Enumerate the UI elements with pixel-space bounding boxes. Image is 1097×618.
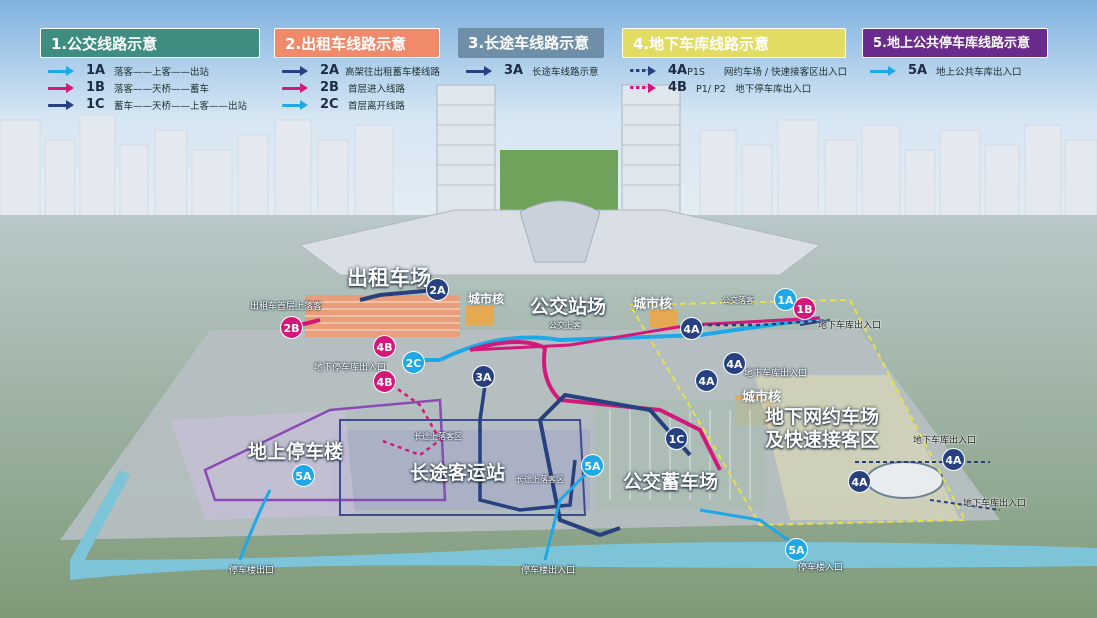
legend-bus-title: 1.公交线路示意 — [40, 28, 260, 58]
label-coach-pickup-2: 长途上落客区 — [516, 475, 564, 484]
city-core-block-1 — [466, 305, 494, 325]
marker-4b-2[interactable]: 4B — [373, 370, 396, 393]
marker-4a-1[interactable]: 4A — [680, 317, 703, 340]
legend-row-1c: 1C 蓄车——天桥——上客——出站 — [40, 96, 260, 113]
city-core-block-2 — [650, 310, 678, 328]
legend-underground: 4.地下车库线路示意 4A P1S 网约车场 / 快速接客区出入口 4B P1/… — [622, 28, 847, 96]
route-5a-right — [699, 508, 796, 547]
coach-zone-outline — [339, 419, 587, 516]
label-parking-building: 地上停车楼 — [248, 441, 344, 463]
label-underground-entry-right-2: 地下车库出入口 — [913, 436, 977, 446]
marker-1b[interactable]: 1B — [793, 297, 816, 320]
legend-taxi-title: 2.出租车线路示意 — [274, 28, 440, 58]
label-bus-depot: 公交蓄车场 — [623, 471, 719, 493]
legend-underground-title: 4.地下车库线路示意 — [622, 28, 846, 58]
label-bus-dropoff: 公交落客 — [722, 296, 754, 305]
arrow-icon — [282, 82, 308, 93]
legend-row-5a: 5A 地上公共车库出入口 — [862, 62, 1048, 79]
label-city-core-1: 城市核 — [468, 292, 505, 306]
distant-city-skyline — [0, 114, 1097, 221]
label-city-core-2: 城市核 — [633, 297, 673, 312]
marker-4a-2[interactable]: 4A — [723, 352, 746, 375]
label-city-core-3: 城市核 — [742, 390, 782, 405]
marker-3a[interactable]: 3A — [472, 365, 495, 388]
marker-1c[interactable]: 1C — [665, 427, 688, 450]
marker-4a-4[interactable]: 4A — [942, 448, 965, 471]
route-4a — [700, 318, 831, 327]
legend-surface-parking-title: 5.地上公共停车库线路示意 — [862, 28, 1048, 58]
route-exit-right-2 — [929, 499, 1001, 511]
taxi-building — [305, 295, 460, 337]
marker-5a-3[interactable]: 5A — [785, 538, 808, 561]
label-parking-entry-right: 停车楼入口 — [798, 563, 844, 573]
legend-row-1a: 1A 落客——上客——出站 — [40, 62, 260, 79]
legend-surface-parking: 5.地上公共停车库线路示意 5A 地上公共车库出入口 — [862, 28, 1048, 79]
route-2b — [299, 318, 321, 327]
label-coach-pickup-1: 长途上落客区 — [414, 432, 462, 441]
legend-row-4a: 4A P1S 网约车场 / 快速接客区出入口 — [622, 62, 847, 79]
marker-4a-3[interactable]: 4A — [695, 369, 718, 392]
label-coach-station: 长途客运站 — [410, 462, 506, 484]
legend-row-4b: 4B P1/ P2 地下停车库出入口 — [622, 79, 846, 96]
route-3a — [478, 384, 577, 512]
arrow-icon — [48, 82, 74, 93]
twin-towers — [436, 84, 681, 216]
route-5a-mid — [543, 468, 592, 561]
label-parking-exit-left: 停车楼出口 — [229, 566, 275, 576]
arrow-icon — [282, 99, 308, 110]
label-underground-entry-left: 地下停车库出入口 — [314, 363, 387, 373]
legend-coach-title: 3.长途车线路示意 — [458, 28, 604, 58]
route-2a — [359, 288, 436, 302]
marker-2c[interactable]: 2C — [402, 351, 425, 374]
marker-2b[interactable]: 2B — [280, 316, 303, 339]
label-underground-entry-right-3: 地下车库出入口 — [963, 499, 1027, 509]
roundabout — [866, 461, 944, 499]
legend-row-2c: 2C 首层离开线路 — [274, 96, 440, 113]
arrow-icon — [282, 65, 308, 76]
legend-row-2b: 2B 首层进入线路 — [274, 79, 440, 96]
route-5a-left — [238, 489, 272, 561]
parking-zone-outline — [203, 398, 447, 502]
arrow-icon — [630, 82, 656, 93]
route-4b — [379, 378, 442, 457]
route-1a — [439, 316, 821, 362]
label-online-car-yard-2: 及快速接客区 — [765, 429, 880, 451]
arrow-icon — [48, 99, 74, 110]
legend-row-2a: 2A 高架往出租蓄车楼线路 — [274, 62, 440, 79]
marker-5a-2[interactable]: 5A — [581, 454, 604, 477]
label-taxi-pickup: 出租车首层上落客 — [250, 302, 323, 312]
route-exit-right-3 — [799, 319, 831, 326]
route-1a-depot — [469, 316, 821, 352]
label-taxi-yard: 出租车场 — [347, 266, 431, 290]
arrow-icon — [48, 65, 74, 76]
legend-row-3a: 3A 长途车线路示意 — [458, 62, 604, 79]
route-1c — [537, 392, 692, 538]
parking-building-area — [170, 410, 355, 520]
arrow-icon — [870, 65, 896, 76]
marker-5a-1[interactable]: 5A — [292, 464, 315, 487]
legend-row-1b: 1B 落客——天桥——蓄车 — [40, 79, 260, 96]
label-underground-entry-mid: 地下车库出入口 — [744, 369, 808, 379]
arrow-icon — [466, 65, 492, 76]
legend-bus: 1.公交线路示意 1A 落客——上客——出站 1B 落客——天桥——蓄车 1C … — [40, 28, 260, 113]
label-online-car-yard: 地下网约车场 — [765, 406, 880, 428]
marker-4b-1[interactable]: 4B — [373, 335, 396, 358]
label-parking-entry-mid: 停车楼出入口 — [521, 566, 576, 576]
label-underground-entry-right-1: 地下车库出入口 — [818, 321, 882, 331]
legend-coach: 3.长途车线路示意 3A 长途车线路示意 — [458, 28, 604, 79]
label-bus-pickup: 公交上客 — [549, 321, 581, 330]
green-park — [500, 150, 618, 210]
marker-4a-5[interactable]: 4A — [848, 470, 871, 493]
arrow-icon — [630, 65, 656, 76]
label-bus-station: 公交站场 — [530, 296, 607, 318]
marker-2a[interactable]: 2A — [426, 278, 449, 301]
legend-taxi: 2.出租车线路示意 2A 高架往出租蓄车楼线路 2B 首层进入线路 2C 首层离… — [274, 28, 440, 113]
river — [70, 542, 1097, 580]
